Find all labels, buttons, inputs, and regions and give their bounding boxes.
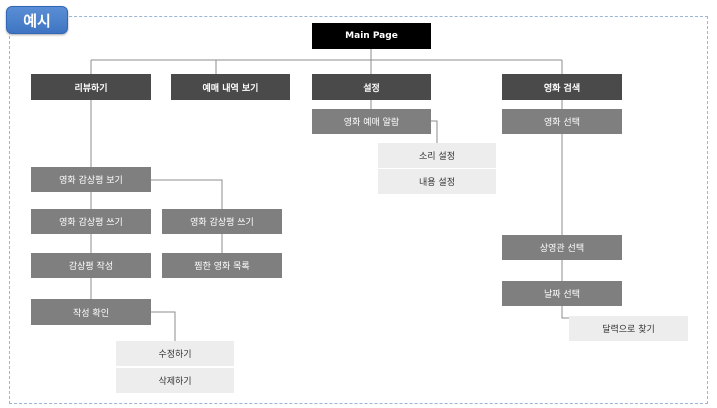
connector-view-write-right [151,179,223,209]
select-movie-node: 영화 선택 [502,109,622,134]
select-date-node: 날짜 선택 [502,281,622,306]
select-theater-node: 상영관 선택 [502,235,622,260]
confirm-writing-node: 작성 확인 [31,299,151,325]
booking-history-node: 예매 내역 보기 [171,74,290,100]
booking-alarm-node: 영화 예매 알람 [312,109,431,134]
favorites-list-node: 찜한 영화 목록 [162,253,282,278]
view-review-node: 영화 감상평 보기 [31,167,151,192]
example-tag: 예시 [6,6,68,34]
calendar-search-node: 달력으로 찾기 [569,316,688,341]
connector-confirm-actions [151,311,176,341]
review-node: 리뷰하기 [31,74,151,100]
delete-node: 삭제하기 [116,368,234,393]
connector-alarm-options [431,120,438,143]
movie-search-node: 영화 검색 [502,74,622,100]
write-review-node-right: 영화 감상평 쓰기 [162,209,282,234]
edit-node: 수정하기 [116,341,234,366]
settings-node: 설정 [312,74,431,100]
main-page-node: Main Page [312,23,431,49]
write-review-node: 영화 감상평 쓰기 [31,209,151,234]
content-settings-node: 내용 설정 [378,169,496,194]
sound-settings-node: 소리 설정 [378,143,496,168]
compose-review-node: 감상평 작성 [31,253,151,278]
